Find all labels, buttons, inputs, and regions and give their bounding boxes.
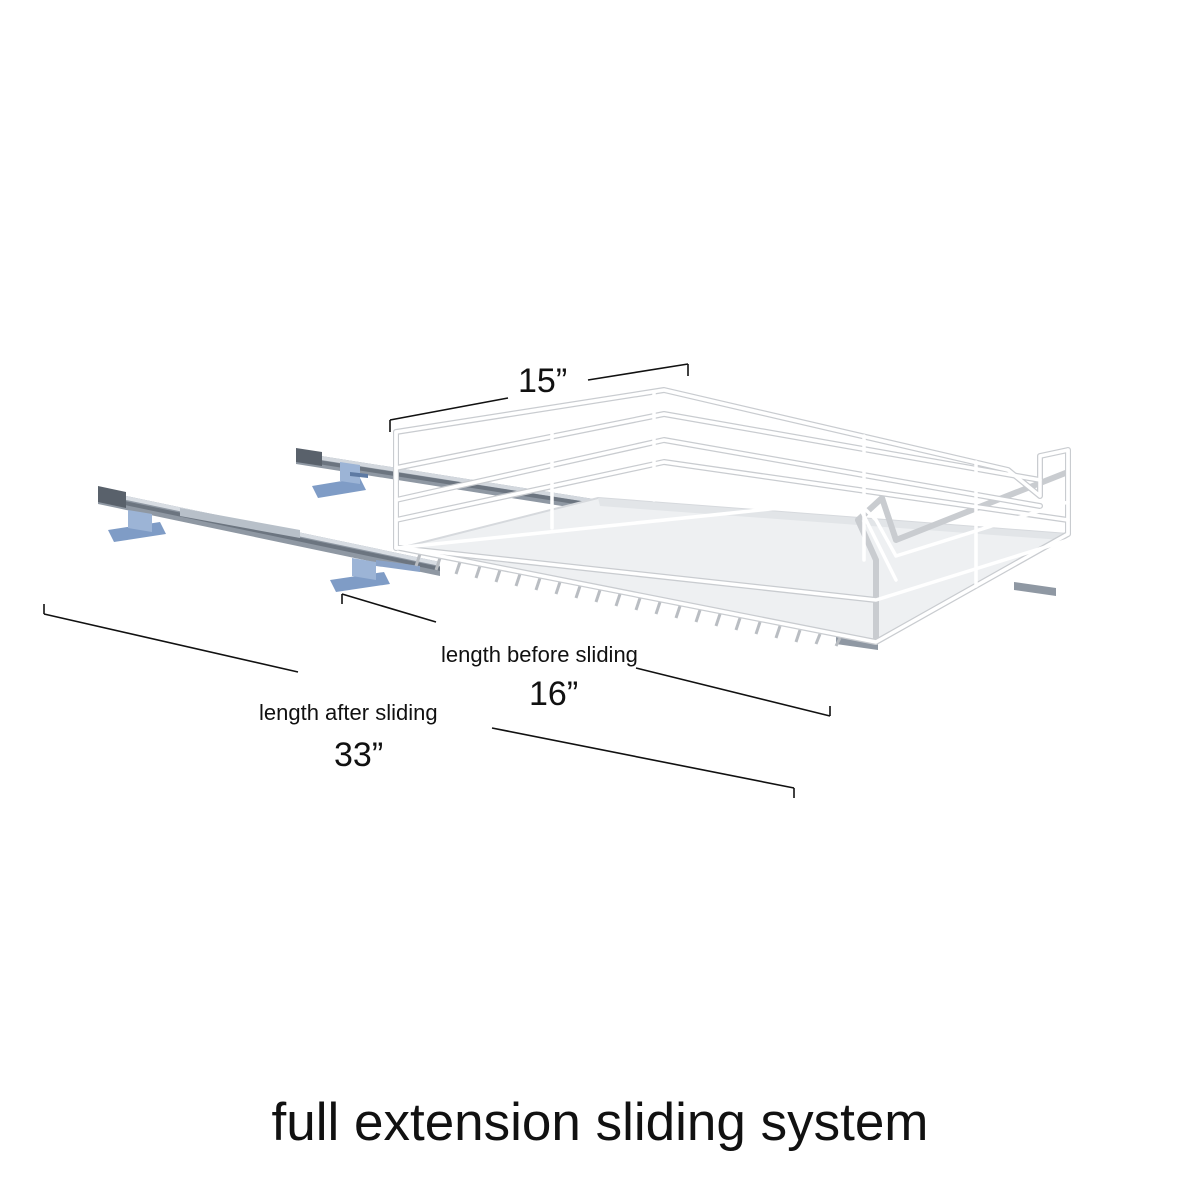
- front-wire-grid: [414, 553, 842, 647]
- dimension-line-before: [341, 593, 831, 717]
- front-rail-bracket-left: [108, 510, 166, 542]
- width-dimension-value: 15”: [518, 362, 568, 400]
- dimension-line-after: [43, 604, 795, 798]
- length-before-sliding-label: length before sliding: [441, 642, 638, 667]
- product-caption: full extension sliding system: [271, 1093, 929, 1152]
- front-rail-bracket-right: [330, 558, 420, 592]
- length-before-sliding-value: 16”: [529, 675, 579, 713]
- front-slide-rail: [98, 486, 440, 576]
- basket-rail-ends: [836, 582, 1056, 650]
- wire-basket: [393, 387, 1072, 647]
- back-rail-bracket: [312, 462, 368, 498]
- length-after-sliding-label: length after sliding: [259, 700, 438, 725]
- length-after-sliding-value: 33”: [334, 736, 384, 774]
- dimension-line-width: [389, 363, 689, 432]
